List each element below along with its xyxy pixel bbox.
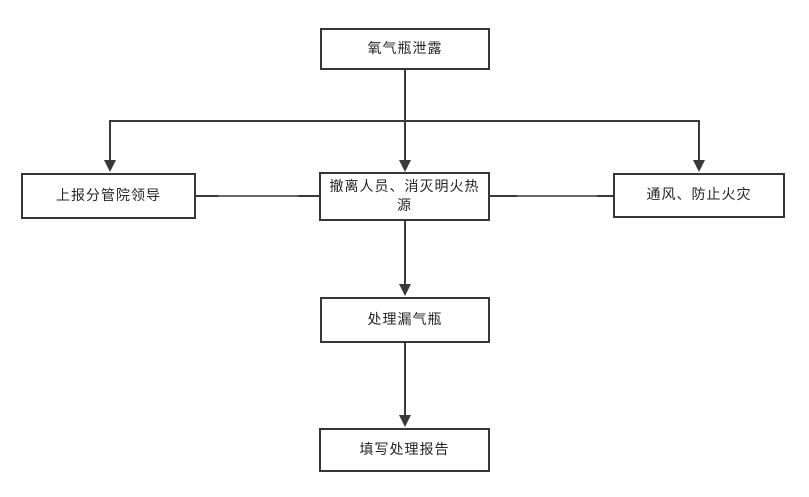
- node-evacuate-eliminate-flames-label: 撤离人员、消灭明火热源: [329, 178, 480, 214]
- node-ventilate-prevent-fire-label: 通风、防止火灾: [646, 187, 752, 203]
- node-report-to-leadership-label: 上报分管院领导: [56, 187, 161, 204]
- edge-leak-ventilate-arrowhead: [693, 160, 705, 172]
- node-oxygen-cylinder-leak: 氧气瓶泄露: [320, 28, 490, 70]
- edge-handle-fillreport-arrowhead: [399, 415, 411, 427]
- node-ventilate-prevent-fire: 通风、防止火灾: [613, 173, 785, 218]
- node-handle-leaking-cylinder: 处理漏气瓶: [320, 297, 490, 343]
- node-report-to-leadership: 上报分管院领导: [21, 173, 196, 219]
- node-oxygen-cylinder-leak-label: 氧气瓶泄露: [367, 40, 443, 57]
- node-handle-leaking-cylinder-label: 处理漏气瓶: [367, 311, 443, 328]
- node-fill-handling-report-label: 填写处理报告: [359, 441, 450, 458]
- edge-leak-evacuate-arrowhead: [399, 160, 411, 172]
- node-evacuate-eliminate-flames: 撤离人员、消灭明火热源: [319, 172, 490, 221]
- node-fill-handling-report: 填写处理报告: [319, 428, 490, 472]
- edge-leak-report-arrowhead: [104, 160, 116, 172]
- edge-evacuate-handle-arrowhead: [399, 284, 411, 296]
